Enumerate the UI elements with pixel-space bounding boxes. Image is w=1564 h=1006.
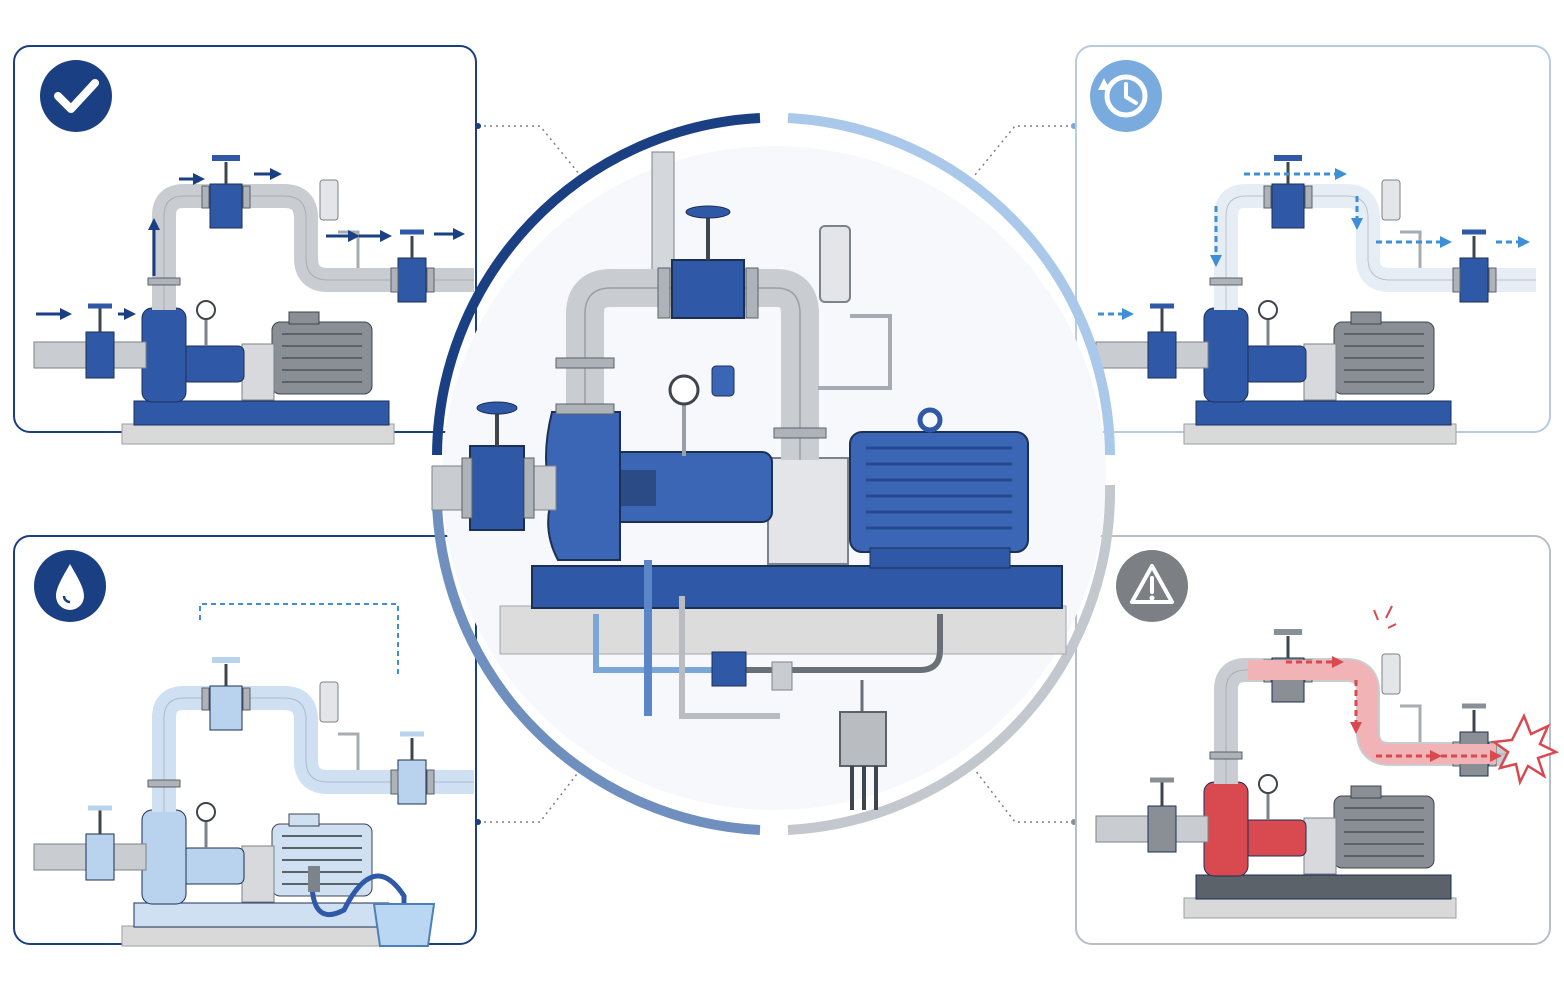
warning-triangle-icon [1116,550,1188,622]
water-drop-icon [34,550,106,622]
panel-standby [1075,45,1551,444]
panel-operating [13,45,476,444]
motor [849,407,1029,569]
panel-draining [13,535,476,946]
panel-fault [1075,535,1560,945]
center-pump-assembly [431,113,1116,835]
clock-refresh-icon [1090,60,1162,132]
checkmark-icon [40,60,112,132]
